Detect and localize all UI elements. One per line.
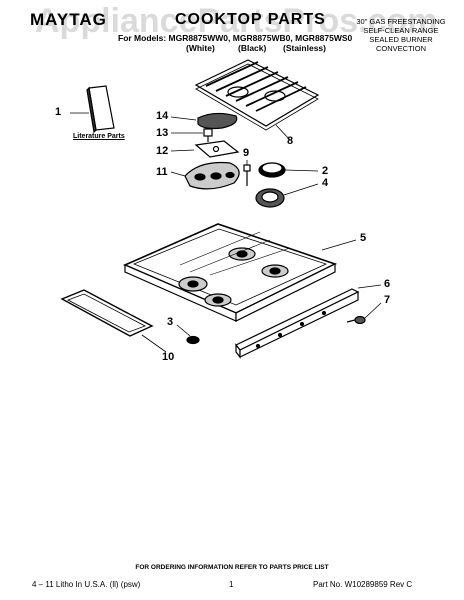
manifold-panel-6: [235, 284, 382, 359]
page-title: COOKTOP PARTS: [175, 11, 326, 28]
callout-6: 6: [384, 278, 391, 290]
finish-black: (Black): [238, 43, 267, 53]
callout-13: 13: [156, 127, 169, 139]
callout-1: 1: [55, 106, 62, 118]
callout-4: 4: [322, 177, 329, 189]
callout-7: 7: [384, 294, 391, 306]
models-line: For Models: MGR8875WW0, MGR8875WB0, MGR8…: [118, 33, 353, 43]
burner-cap-2: [258, 162, 319, 178]
description-line-1: 30" GAS FREESTANDING: [356, 17, 446, 26]
callout-3: 3: [167, 316, 174, 328]
screw-7: [346, 302, 382, 325]
literature-booklet: [70, 85, 115, 134]
callout-10: 10: [162, 351, 175, 363]
product-description: 30" GAS FREESTANDING SELF-CLEAN RANGE SE…: [336, 17, 464, 53]
oval-burner-11: [170, 161, 240, 190]
callout-11: 11: [156, 166, 168, 178]
burner-grate: [194, 59, 320, 141]
brand-logo: MAYTAG: [30, 10, 107, 29]
callout-2: 2: [322, 165, 329, 177]
callout-8: 8: [287, 135, 294, 147]
callout-14: 14: [156, 110, 169, 122]
print-info: 4 – 11 Litho In U.S.A. (ll) (psw): [32, 580, 141, 589]
finish-stainless: (Stainless): [283, 43, 326, 53]
description-line-2: SELF-CLEAN RANGE: [363, 26, 439, 35]
callout-5: 5: [360, 232, 367, 244]
description-line-3: SEALED BURNER: [369, 35, 433, 44]
burner-plate-12: [170, 140, 240, 158]
burner-cap-cover: [170, 112, 238, 130]
cooktop-panel: [123, 223, 357, 322]
callout-12: 12: [156, 145, 169, 157]
griddle-tray-10: [60, 289, 167, 353]
callout-9: 9: [243, 147, 250, 159]
screw-13: [171, 128, 213, 142]
burner-head-4: [255, 183, 319, 208]
control-knob-3: [176, 324, 200, 345]
page-number: 1: [229, 580, 234, 589]
finish-white: (White): [186, 43, 215, 53]
screw-9: [243, 160, 251, 186]
description-line-4: CONVECTION: [375, 44, 426, 53]
ordering-note: FOR ORDERING INFORMATION REFER TO PARTS …: [135, 564, 329, 571]
literature-parts-label: Literature Parts: [73, 133, 125, 140]
part-number: Part No. W10289859 Rev C: [313, 580, 413, 589]
